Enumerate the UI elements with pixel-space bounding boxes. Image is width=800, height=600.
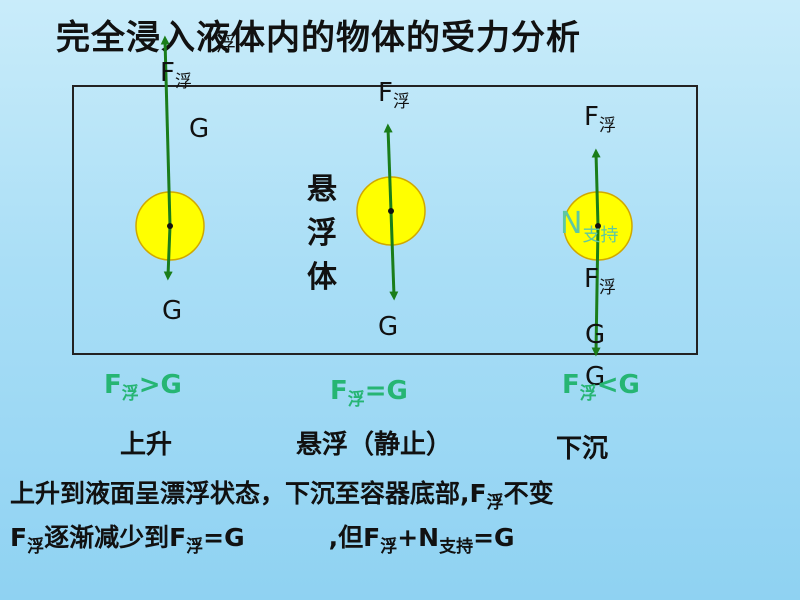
middle-gravity-arrow (389, 210, 399, 301)
right-gravity-label: G (585, 320, 606, 350)
suspended-body-label: 悬 浮 体 (307, 172, 337, 295)
middle-buoyancy-arrow (383, 123, 393, 212)
right-buoyancy-arrow (591, 148, 601, 227)
left-state: 上升 (120, 430, 173, 460)
middle-gravity-label: G (378, 312, 399, 342)
left-g-label-upper: G (189, 114, 210, 144)
page-title: 完全浸入液体内的物体的受力分析 (56, 18, 581, 58)
left-buoyancy-label: F浮 (160, 58, 192, 92)
right-support-label: N支持 (560, 206, 619, 246)
container-box (72, 85, 698, 355)
right-comparison: F浮<G (562, 370, 640, 404)
middle-ball-center (388, 208, 394, 214)
right-ball-center (595, 223, 601, 229)
left-gravity-label: G (162, 296, 183, 326)
right-buoyancy-label: F浮 (584, 102, 616, 136)
left-gravity-arrow (163, 225, 173, 281)
right-gravity-label-lower: G (585, 362, 606, 392)
left-ball-center (167, 223, 173, 229)
right-buoyancy-label-lower: F浮 (584, 264, 616, 298)
middle-buoyancy-label: F浮 (378, 78, 410, 112)
note-line-1: 上升到液面呈漂浮状态，下沉至容器底部,F浮不变 (10, 479, 554, 513)
middle-state: 悬浮（静止） (296, 430, 453, 460)
note-line-2: F浮逐渐减少到F浮=G,但F浮+N支持=G (10, 523, 515, 557)
left-fu-overlap-label: 浮 (216, 32, 236, 56)
left-comparison: F浮>G (104, 370, 182, 404)
right-state: 下沉 (556, 434, 609, 464)
middle-comparison: F浮=G (330, 376, 408, 410)
left-buoyancy-arrow (160, 35, 172, 227)
right-gravity-arrow (591, 225, 601, 357)
